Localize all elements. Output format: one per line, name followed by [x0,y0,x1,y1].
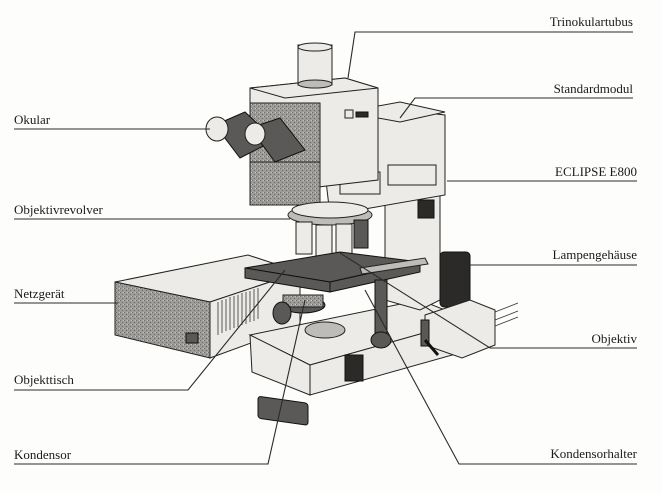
base-vent [344,354,364,382]
standard-module-top [344,101,446,123]
label-objekttisch: Objekttisch [14,372,74,387]
condenser-holder-post [374,279,388,341]
leader-kondensorhalter [364,289,637,465]
camera-port-top [297,42,333,52]
condenser-ring [282,294,324,308]
microscope-arm [384,184,441,311]
label-kondensorhalter: Kondensorhalter [550,446,637,461]
leader-standardmodul [399,97,633,119]
lamp-lever [423,339,440,356]
stage-slide-holder [359,257,429,275]
label-objektivrevolver: Objektivrevolver [14,202,103,217]
module-plate-right [387,164,437,186]
revolver-top [291,201,369,219]
base-control-panel [257,396,309,426]
label-kondensor: Kondensor [14,447,72,462]
field-lens [304,321,346,339]
label-standardmodul: Standardmodul [554,81,634,96]
objective-1 [295,221,313,255]
label-lampengehaeuse: Lampengehäuse [553,247,638,262]
head-lower-panel [249,161,321,206]
eyepieces [205,111,306,163]
power-switch [185,332,199,344]
nosepiece [287,201,373,260]
head-indicator [344,109,354,119]
camera-port-ring [297,79,333,89]
label-objektiv: Objektiv [592,331,638,346]
label-eclipse-e800: ECLIPSE E800 [555,164,637,179]
lamp-switch [420,319,430,347]
leader-kondensor [14,299,306,465]
focus-knob-right [370,331,392,349]
eyepiece-right-lens [244,122,266,146]
lamp-house-body [439,251,471,308]
leader-objektiv [339,252,637,349]
arm-vent [417,199,435,219]
head-knob [355,111,369,118]
label-trinokulartubus: Trinokulartubus [550,14,633,29]
leader-objekttisch [14,269,286,391]
objective-3 [335,223,353,255]
label-netzgeraet: Netzgerät [14,286,65,301]
labels: Trinokulartubus Standardmodul ECLIPSE E8… [14,14,638,462]
label-okular: Okular [14,112,51,127]
power-supply-vents [217,288,259,335]
focus-knob-left [272,301,292,325]
leader-trinokulartubus [347,31,633,79]
objective-4 [353,219,369,249]
leader-lines [14,31,637,465]
specimen-stage [244,251,429,349]
